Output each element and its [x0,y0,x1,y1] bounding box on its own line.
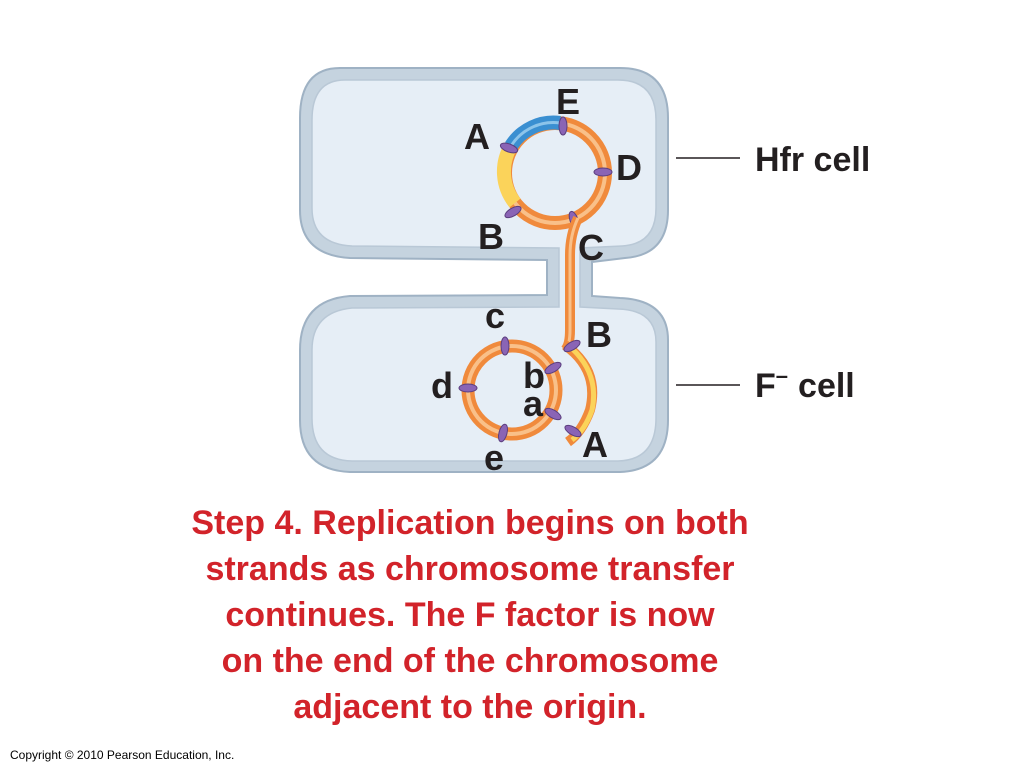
caption-line: adjacent to the origin. [293,688,647,726]
hfr-marker-e [558,116,568,136]
hfr-gene-label-e: E [556,81,580,122]
caption-line: Step 4. Replication begins on both [191,504,749,542]
hfr-gene-label-c: C [578,227,604,268]
hfr-gene-label-a: A [464,116,490,157]
recipient-gene-label-e: e [484,437,504,478]
f-minus-cell-label: F–cell [755,363,855,405]
hfr-marker-d [593,167,613,177]
transfer-gene-label-b: B [586,314,612,355]
transfer-marker-a [564,424,582,438]
step-caption: Step 4. Replication begins on both stran… [100,500,840,730]
hfr-gene-label-b: B [478,216,504,257]
caption-line: on the end of the chromosome [221,642,719,680]
f-minus-cell-word: cell [798,367,855,405]
caption-line: continues. The F factor is now [225,596,715,634]
recipient-marker-d [458,383,478,393]
hfr-chromosome [496,115,613,230]
copyright-notice: Copyright © 2010 Pearson Education, Inc. [10,748,235,762]
transfer-gene-label-a: A [582,424,608,465]
hfr-marker-a [499,142,519,154]
recipient-gene-label-a: a [523,383,544,424]
conjugation-diagram: A E D C B B A c b a d e Hfr cell F–cell [299,67,870,478]
hfr-gene-label-d: D [616,147,642,188]
f-minus-superscript: – [776,363,788,388]
recipient-gene-label-c: c [485,295,505,336]
cells-inner [311,79,657,462]
recipient-marker-c [500,336,510,356]
hfr-cell-label: Hfr cell [755,141,870,179]
recipient-chromosome [458,336,563,443]
caption-line: strands as chromosome transfer [205,550,735,588]
hfr-marker-b [504,205,522,219]
f-minus-letter: F [755,367,776,405]
recipient-marker-b [544,361,562,375]
transfer-marker-b [563,339,581,353]
recipient-marker-a [544,407,562,421]
recipient-marker-e [497,423,509,443]
recipient-gene-label-d: d [431,365,453,406]
recipient-gene-label-b: b [523,355,545,396]
